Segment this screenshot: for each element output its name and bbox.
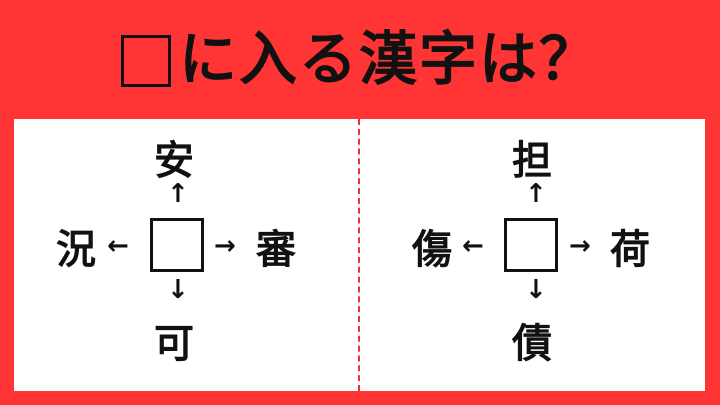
answer-box[interactable] bbox=[504, 218, 558, 272]
kanji-left: 況 bbox=[56, 227, 96, 273]
arrow-right-icon: → bbox=[569, 231, 591, 261]
arrow-down-icon: ↓ bbox=[167, 275, 189, 305]
arrow-up-icon: ↑ bbox=[525, 179, 547, 209]
kanji-top: 安 bbox=[154, 138, 194, 184]
kanji-right: 審 bbox=[256, 227, 296, 273]
kanji-right: 荷 bbox=[610, 227, 650, 273]
arrow-down-icon: ↓ bbox=[525, 275, 547, 305]
kanji-top: 担 bbox=[512, 138, 552, 184]
dashed-divider bbox=[358, 119, 360, 391]
arrow-left-icon: ← bbox=[462, 231, 484, 261]
puzzle-panel: 安 ↑ 況 ← → 審 ↓ 可 担 ↑ 傷 ← → 荷 ↓ 債 bbox=[14, 119, 705, 391]
kanji-bottom: 可 bbox=[154, 321, 194, 367]
page-title: に入る漢字は？ bbox=[178, 25, 599, 93]
blank-square-icon bbox=[120, 35, 171, 87]
kanji-left: 傷 bbox=[412, 227, 452, 273]
arrow-up-icon: ↑ bbox=[167, 179, 189, 209]
arrow-left-icon: ← bbox=[107, 231, 129, 261]
puzzle-2: 担 ↑ 傷 ← → 荷 ↓ 債 bbox=[360, 119, 704, 391]
kanji-bottom: 債 bbox=[512, 321, 552, 367]
puzzle-1: 安 ↑ 況 ← → 審 ↓ 可 bbox=[14, 119, 358, 391]
answer-box[interactable] bbox=[150, 218, 204, 272]
arrow-right-icon: → bbox=[214, 231, 236, 261]
title-bar: に入る漢字は？ bbox=[0, 0, 720, 118]
